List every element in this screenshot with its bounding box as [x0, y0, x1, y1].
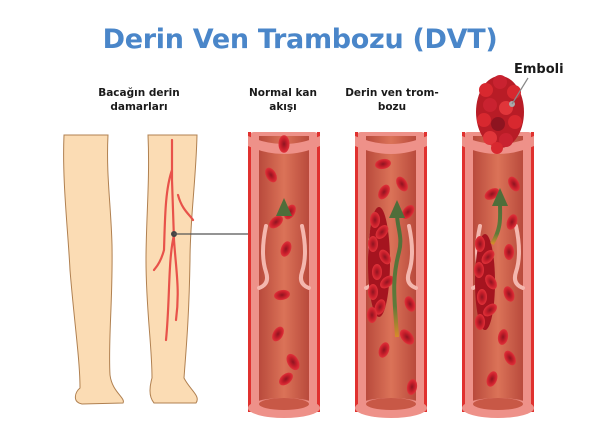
embolism-vessel: [460, 130, 536, 420]
thrombus-clot: [474, 234, 500, 330]
legs-caption: Bacağın derin damarları: [84, 86, 194, 114]
legs-caption-line1: Bacağın derin: [98, 87, 180, 99]
dvt-caption-line2: bozu: [377, 101, 407, 113]
dvt-vessel: [353, 130, 429, 420]
flow-arrow-head: [276, 198, 292, 216]
normal-flow-caption: Normal kan akışı: [238, 86, 328, 114]
thrombus-clot: [367, 207, 397, 323]
emboli-pointer-line: [511, 77, 529, 105]
emboli-clump: [476, 75, 529, 154]
normal-caption-line1: Normal kan: [248, 87, 317, 99]
emboli-label: Emboli: [514, 62, 564, 77]
normal-flow-vessel: [246, 130, 322, 420]
page-title: Derin Ven Trambozu (DVT): [102, 24, 498, 55]
dvt-caption-line1: Derin ven trom-: [345, 87, 439, 99]
legs-caption-line2: damarları: [110, 101, 168, 113]
legs-illustration: [63, 134, 248, 405]
flow-arrow: [392, 213, 403, 338]
dvt-caption: Derin ven trom- bozu: [342, 86, 442, 114]
flow-arrow-head: [492, 188, 508, 206]
normal-caption-line2: akışı: [269, 101, 297, 113]
deep-veins: [152, 138, 195, 342]
flow-arrow-head: [389, 200, 405, 218]
